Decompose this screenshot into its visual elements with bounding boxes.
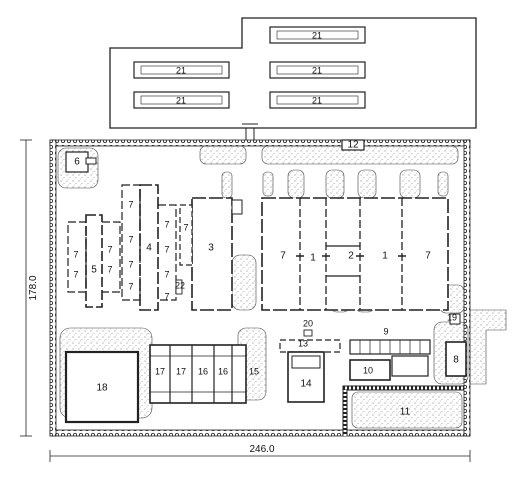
label-3: 3 (208, 243, 214, 254)
label-12: 12 (347, 140, 359, 151)
height-dimension-label: 178.0 (28, 275, 39, 300)
perimeter-wall (49, 139, 471, 437)
label-7-4a: 7 (128, 199, 133, 209)
label-7-5c: 7 (107, 244, 112, 254)
label-1-left: 1 (310, 253, 316, 264)
label-7-4b: 7 (128, 234, 133, 244)
label-9: 9 (383, 326, 388, 336)
label-7-4h: 7 (164, 291, 169, 301)
label-13: 13 (298, 338, 308, 348)
label-21c: 21 (312, 30, 322, 40)
label-6: 6 (74, 157, 80, 168)
label-21d: 21 (312, 65, 322, 75)
label-16a: 16 (198, 366, 208, 376)
label-7-4c: 7 (128, 259, 133, 269)
label-7-4f: 7 (164, 244, 169, 254)
label-10: 10 (363, 365, 373, 375)
label-4: 4 (146, 243, 152, 254)
label-7-5b: 7 (73, 269, 78, 279)
buildings (64, 139, 467, 424)
label-21a: 21 (176, 65, 186, 75)
label-7-4e: 7 (164, 219, 169, 229)
label-20: 20 (303, 318, 313, 328)
building-labels: 12 6 5 7 7 7 7 4 7 7 7 7 7 7 7 7 3 7 22 … (73, 140, 459, 418)
label-14: 14 (300, 379, 312, 390)
dimension-height (20, 139, 32, 437)
label-19: 19 (447, 312, 457, 322)
label-18: 18 (96, 383, 108, 394)
label-15: 15 (249, 366, 259, 376)
label-17a: 17 (155, 366, 165, 376)
label-7-4g: 7 (164, 269, 169, 279)
label-7-5d: 7 (107, 264, 112, 274)
label-16b: 16 (218, 366, 228, 376)
label-7-center-left: 7 (280, 251, 286, 262)
label-2: 2 (348, 251, 354, 262)
label-7-center-right: 7 (425, 251, 431, 262)
label-21b: 21 (176, 95, 186, 105)
annex-enclosure (109, 17, 477, 140)
label-22: 22 (175, 280, 185, 290)
building-21-group: 21 21 21 21 21 (133, 26, 366, 109)
label-7-3: 7 (183, 222, 188, 232)
label-8: 8 (453, 355, 459, 366)
label-7-4d: 7 (128, 281, 133, 291)
label-7-5a: 7 (73, 249, 78, 259)
label-1-right: 1 (382, 251, 388, 262)
label-5: 5 (91, 265, 97, 276)
label-11: 11 (400, 407, 411, 418)
label-17b: 17 (176, 366, 186, 376)
width-dimension-label: 246.0 (249, 444, 274, 455)
label-21e: 21 (312, 95, 322, 105)
dimension-width (49, 450, 471, 462)
